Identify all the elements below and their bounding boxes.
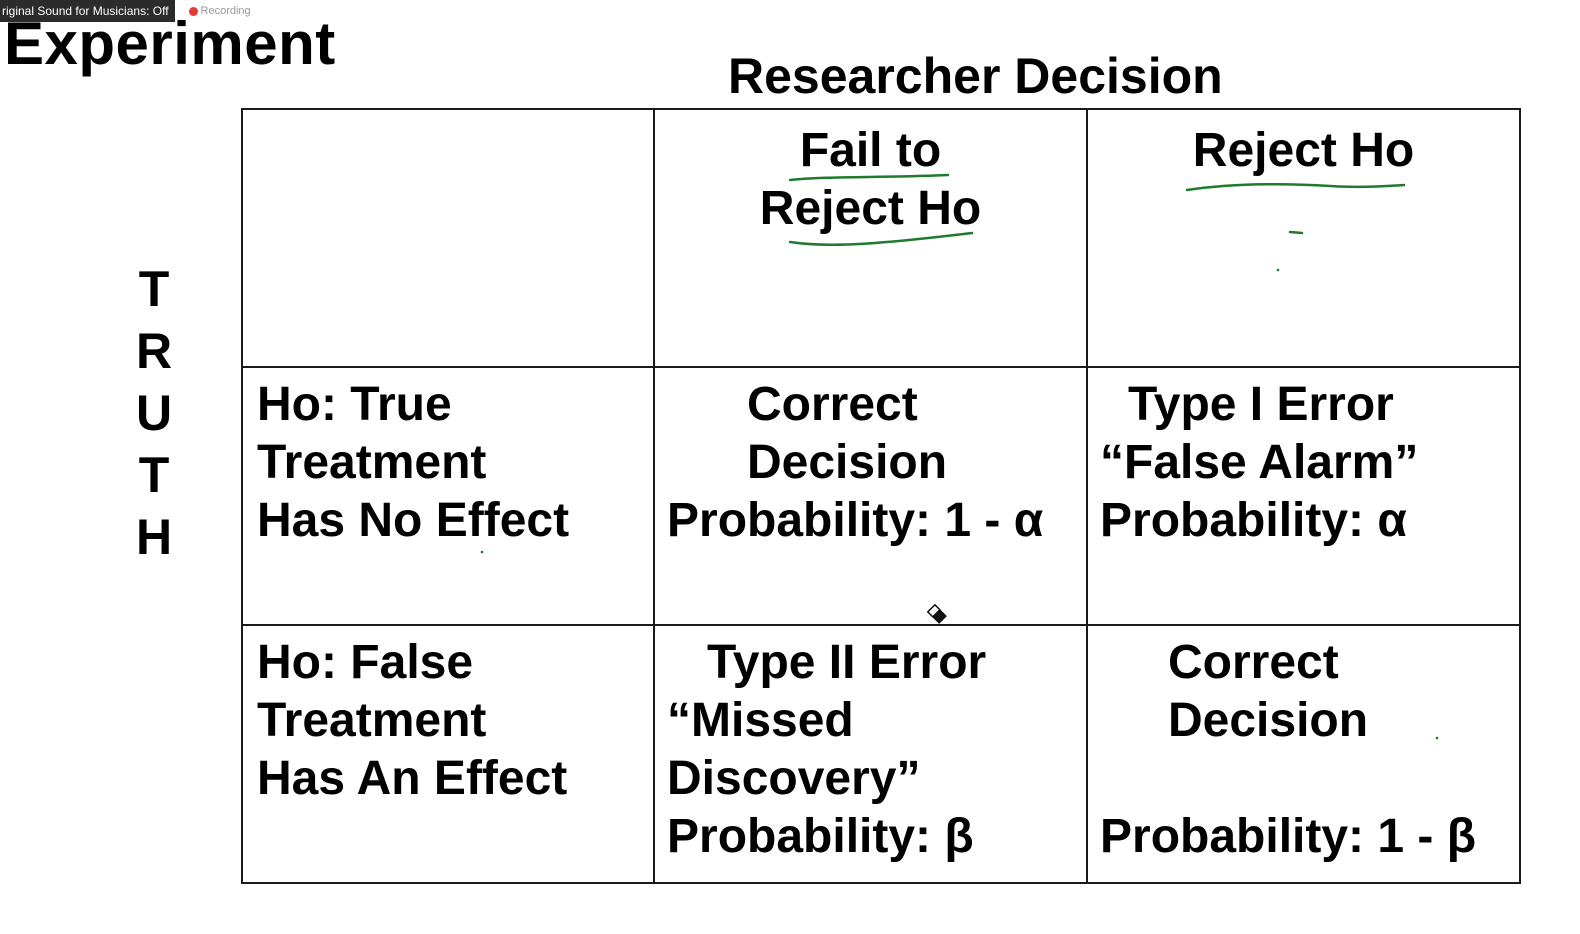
row-axis-letter: U bbox=[135, 385, 173, 441]
cell-probability: Probability: 1 - β bbox=[1100, 810, 1477, 863]
row-label-line: Has An Effect bbox=[257, 752, 568, 805]
row-label-ho-false: Ho: False Treatment Has An Effect bbox=[241, 624, 655, 884]
row-ho-false: Ho: False Treatment Has An Effect Type I… bbox=[241, 624, 1521, 884]
cell-line: Correct bbox=[747, 378, 918, 431]
row-axis-letter: H bbox=[135, 509, 173, 565]
cell-correct-decision-2: Correct Decision Probability: 1 - β bbox=[1086, 624, 1521, 884]
cell-line: Decision bbox=[1168, 694, 1369, 747]
cell-line: Discovery” bbox=[667, 752, 921, 805]
row-axis-letter: R bbox=[135, 323, 173, 379]
cell-probability: Probability: 1 - α bbox=[667, 494, 1044, 547]
row-axis-letter: T bbox=[138, 447, 170, 503]
header-line: Reject Ho bbox=[1192, 124, 1415, 177]
row-label-line: Ho: True bbox=[257, 378, 452, 431]
cell-line: “False Alarm” bbox=[1100, 436, 1419, 489]
row-label-line: Ho: False bbox=[257, 636, 474, 689]
cell-probability: Probability: β bbox=[667, 810, 974, 863]
cell-line: Decision bbox=[747, 436, 948, 489]
cell-correct-decision-1: Correct Decision Probability: 1 - α bbox=[653, 366, 1088, 626]
cell-probability: Probability: α bbox=[1100, 494, 1407, 547]
slide-title: Experiment bbox=[4, 10, 336, 77]
header-line: Fail to bbox=[799, 124, 942, 177]
row-label-line: Treatment bbox=[257, 694, 487, 747]
cell-line: Correct bbox=[1168, 636, 1339, 689]
original-sound-indicator[interactable]: riginal Sound for Musicians: Off bbox=[0, 0, 175, 22]
row-label-line: Has No Effect bbox=[257, 494, 570, 547]
header-row: Fail to Reject Ho Reject Ho bbox=[241, 108, 1521, 368]
zoom-status-bar: riginal Sound for Musicians: Off Recordi… bbox=[0, 0, 251, 22]
row-axis-letter: T bbox=[138, 261, 170, 317]
cell-spacer bbox=[1100, 750, 1519, 808]
column-heading: Researcher Decision bbox=[728, 48, 1223, 104]
row-axis-label: T R U T H bbox=[134, 258, 174, 568]
row-ho-true: Ho: True Treatment Has No Effect Correct… bbox=[241, 366, 1521, 626]
header-line: Reject Ho bbox=[759, 182, 982, 235]
recording-label: Recording bbox=[200, 5, 251, 17]
header-reject: Reject Ho bbox=[1086, 108, 1521, 368]
cell-type-2-error: Type II Error “Missed Discovery” Probabi… bbox=[653, 624, 1088, 884]
cell-type-1-error: Type I Error “False Alarm” Probability: … bbox=[1086, 366, 1521, 626]
cell-line: Type II Error bbox=[707, 636, 987, 689]
recording-dot-icon bbox=[188, 6, 198, 16]
decision-matrix: Fail to Reject Ho Reject Ho Ho: True Tre… bbox=[241, 108, 1521, 884]
cell-line: Type I Error bbox=[1128, 378, 1394, 431]
row-label-line: Treatment bbox=[257, 436, 487, 489]
empty-corner-cell bbox=[241, 108, 655, 368]
header-fail-to-reject: Fail to Reject Ho bbox=[653, 108, 1088, 368]
recording-indicator: Recording bbox=[188, 5, 251, 17]
cell-line: “Missed bbox=[667, 694, 854, 747]
row-label-ho-true: Ho: True Treatment Has No Effect bbox=[241, 366, 655, 626]
